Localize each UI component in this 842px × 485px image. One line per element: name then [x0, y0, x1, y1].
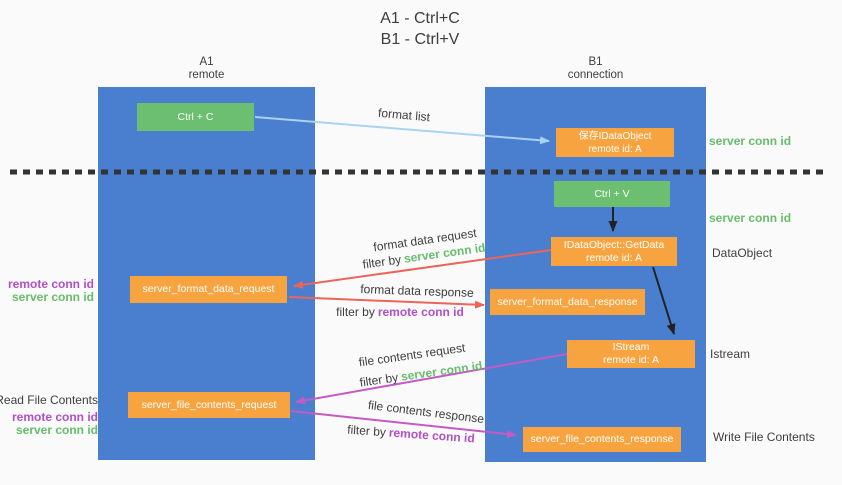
- write-file-contents-label: Write File Contents: [713, 430, 815, 444]
- server-conn-id-left-bottom: server conn id: [15, 423, 98, 437]
- filter-by-text: filter by: [336, 305, 375, 319]
- istream-line2: remote id: A: [602, 354, 660, 366]
- dataobject-label: DataObject: [712, 246, 773, 260]
- server-format-data-request-label: server_format_data_request: [142, 283, 275, 295]
- lane-a1-name: A1: [199, 56, 214, 68]
- ctrl-v-box: Ctrl + V: [554, 181, 670, 207]
- remote-conn-id-token: remote conn id: [388, 425, 476, 446]
- filter-by-text: filter by: [358, 370, 400, 390]
- filter-by-text: filter by: [361, 252, 403, 272]
- server-conn-id-right-top: server conn id: [709, 134, 792, 148]
- idataobject-getdata-line2: remote id: A: [585, 251, 643, 264]
- title-line-2: B1 - Ctrl+V: [380, 31, 460, 48]
- left-conn-id-block-mid: remote conn id server conn id: [8, 278, 94, 304]
- server-file-contents-request-label: server_file_contents_request: [141, 398, 277, 411]
- ctrl-c-box: Ctrl + C: [137, 103, 254, 131]
- left-conn-id-block-bottom: remote conn id server conn id: [12, 411, 98, 437]
- server-format-data-request-box: server_format_data_request: [130, 276, 287, 303]
- server-file-contents-response-label: server_file_contents_response: [530, 433, 674, 445]
- remote-conn-id-token: remote conn id: [377, 305, 464, 319]
- idataobject-getdata-line1: IDataObject::GetData: [563, 238, 665, 251]
- server-conn-id-left-mid: server conn id: [11, 290, 94, 304]
- diagram-title: A1 - Ctrl+C B1 - Ctrl+V: [280, 8, 560, 50]
- server-conn-id-right-mid: server conn id: [709, 211, 792, 225]
- save-idataobject-line2: remote id: A: [588, 143, 642, 155]
- remote-conn-id-left-mid: remote conn id: [7, 277, 94, 291]
- istream-box: IStream remote id: A: [567, 340, 695, 368]
- server-file-contents-request-box: server_file_contents_request: [128, 392, 290, 418]
- server-conn-id-token: server conn id: [400, 358, 484, 384]
- ctrl-c-label: Ctrl + C: [177, 110, 214, 123]
- idataobject-getdata-box: IDataObject::GetData remote id: A: [551, 237, 677, 266]
- lane-a1-role: remote: [188, 69, 225, 81]
- ctrl-v-label: Ctrl + V: [594, 187, 630, 200]
- read-file-contents-label: Read File Contents: [0, 393, 98, 407]
- server-format-data-response-label: server_format_data_response: [497, 295, 638, 308]
- server-format-data-response-box: server_format_data_response: [490, 289, 645, 315]
- lane-header-b1: B1 connection: [485, 56, 706, 82]
- filter-by-text: filter by: [346, 422, 387, 440]
- file-contents-response-label: file contents response: [367, 397, 485, 427]
- lane-b1-name: B1: [588, 56, 603, 68]
- istream-line1: IStream: [612, 341, 650, 353]
- save-idataobject-box: 保存IDataObject remote id: A: [556, 128, 674, 157]
- save-idataobject-line1: 保存IDataObject: [578, 130, 652, 142]
- istream-side-label: Istream: [710, 347, 751, 361]
- lane-header-a1: A1 remote: [98, 56, 315, 82]
- lane-b1-role: connection: [567, 69, 624, 81]
- remote-conn-id-left-bottom: remote conn id: [11, 410, 98, 424]
- server-file-contents-response-box: server_file_contents_response: [523, 427, 681, 452]
- format-list-label: format list: [377, 105, 431, 125]
- title-line-1: A1 - Ctrl+C: [380, 10, 460, 27]
- format-data-response-label: format data response: [360, 282, 474, 300]
